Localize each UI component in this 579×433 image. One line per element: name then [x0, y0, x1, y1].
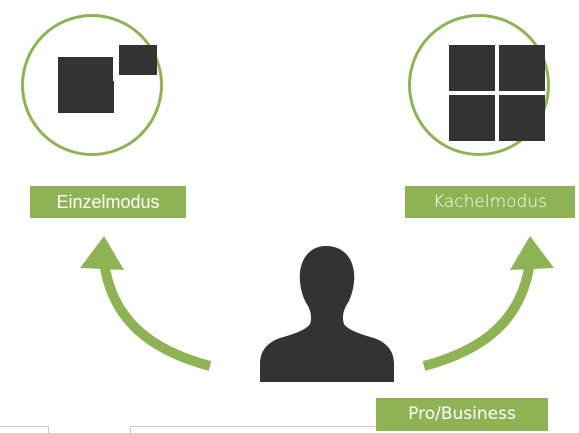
frame-line-middle-vertical: [130, 426, 131, 433]
single-window-icon: [58, 45, 157, 113]
tiled-mode-circle: [408, 14, 550, 156]
single-mode-label: Einzelmodus: [30, 186, 186, 218]
frame-line-left: [0, 426, 48, 427]
plan-badge: Pro/Business: [376, 398, 548, 431]
user-silhouette-icon: [260, 246, 394, 382]
tile-grid-icon: [449, 45, 545, 141]
frame-line-left-vertical: [48, 426, 49, 433]
tiled-mode-label: Kachelmodus: [405, 186, 575, 218]
frame-line-middle: [130, 426, 376, 427]
arrow-to-single-mode: [80, 236, 212, 371]
arrow-to-tiled-mode: [422, 236, 554, 371]
single-mode-circle: [21, 14, 163, 156]
